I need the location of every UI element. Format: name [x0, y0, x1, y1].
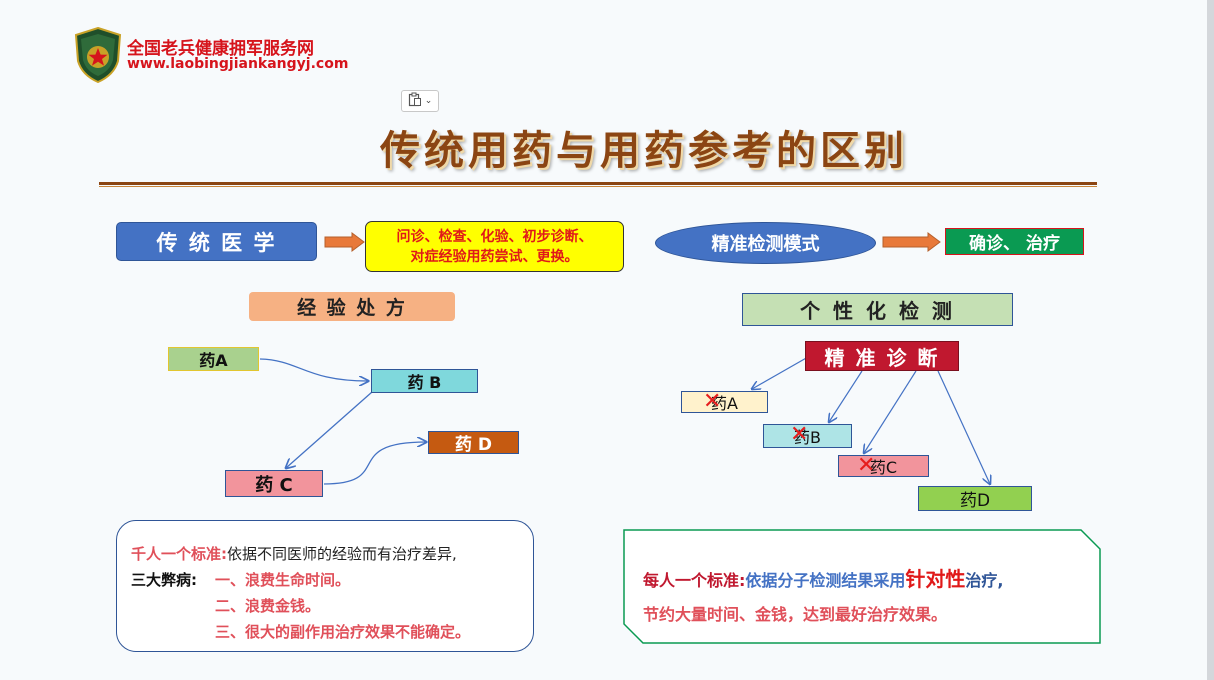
precision-note-lead: 每人一个标准: — [643, 571, 746, 590]
clipboard-icon — [408, 92, 422, 110]
precision-note-emph: 针对性 — [905, 567, 966, 591]
brand-name: 全国老兵健康拥军服务网 — [127, 39, 314, 59]
drug-a-excluded: 药A — [681, 391, 768, 413]
arrow-right-result — [882, 232, 941, 252]
title-divider — [99, 182, 1097, 185]
arrow-diag-to-b — [829, 370, 863, 422]
process-line-2: 对症经验用药尝试、更换。 — [410, 248, 579, 265]
cross-mark-icon: ✕ — [703, 389, 722, 414]
army-badge-icon — [74, 27, 122, 83]
precision-note-line-1: 每人一个标准:依据分子检测结果采用针对性治疗, — [643, 563, 1004, 592]
flaw-2: 二、浪费金钱。 — [215, 597, 321, 615]
brand-url: www.laobingjiankangyj.com — [127, 56, 349, 72]
diagnosis-treatment-box: 确诊、 治疗 — [945, 228, 1084, 255]
precision-note-box: 每人一个标准:依据分子检测结果采用针对性治疗, 节约大量时间、金钱，达到最好治疗… — [623, 529, 1101, 644]
precise-diagnosis-box: 精 准 诊 断 — [805, 341, 959, 371]
arrow-diag-to-a — [752, 356, 809, 389]
drug-c-box: 药 C — [225, 470, 323, 497]
cross-mark-icon: ✕ — [790, 422, 809, 447]
arrow-diag-to-c — [864, 370, 917, 453]
drug-d-box: 药 D — [428, 431, 519, 455]
arrow-drug-b-to-c — [286, 391, 373, 468]
experience-prescription-label: 经 验 处 方 — [249, 292, 455, 321]
precision-detection-ellipse: 精准检测模式 — [655, 222, 876, 264]
arrow-diag-to-d — [937, 370, 990, 484]
flaw-1: 一、浪费生命时间。 — [215, 571, 351, 589]
title-divider-thin — [99, 186, 1097, 187]
cross-mark-icon: ✕ — [857, 453, 876, 478]
arrow-left-process — [324, 232, 365, 252]
traditional-note-box: 千人一个标准:依据不同医师的经验而有治疗差异, 三大弊病: 一、浪费生命时间。 二… — [116, 520, 534, 652]
page-title: 传统用药与用药参考的区别 — [380, 128, 908, 174]
process-box: 问诊、检查、化验、初步诊断、 对症经验用药尝试、更换。 — [365, 221, 624, 272]
chevron-down-icon: ⌄ — [424, 96, 433, 106]
precision-note-line-2: 节约大量时间、金钱，达到最好治疗效果。 — [643, 605, 948, 624]
arrow-drug-a-to-b — [259, 358, 368, 381]
note-frame — [623, 529, 1101, 644]
precision-note-text: 依据分子检测结果采用 — [745, 571, 906, 590]
flaw-3: 三、很大的副作用治疗效果不能确定。 — [215, 623, 471, 641]
personalized-detection-box: 个 性 化 检 测 — [742, 293, 1013, 326]
flaws-label: 三大弊病: — [131, 571, 197, 589]
process-line-1: 问诊、检查、化验、初步诊断、 — [396, 228, 593, 245]
arrow-drug-c-to-d — [323, 442, 426, 485]
drug-a-box: 药A — [168, 347, 259, 371]
note-lead: 千人一个标准: — [131, 545, 227, 563]
drug-d-selected: 药D — [918, 486, 1032, 511]
drug-c-excluded: 药C — [838, 455, 929, 477]
drug-b-excluded: 药B — [763, 424, 852, 448]
paste-options-button[interactable]: ⌄ — [401, 90, 439, 112]
precision-note-tail: 治疗, — [965, 571, 1004, 590]
traditional-medicine-box: 传 统 医 学 — [116, 222, 317, 261]
window-edge — [1207, 0, 1214, 680]
note-lead-text: 依据不同医师的经验而有治疗差异, — [227, 545, 457, 563]
drug-b-box: 药 B — [371, 369, 478, 393]
